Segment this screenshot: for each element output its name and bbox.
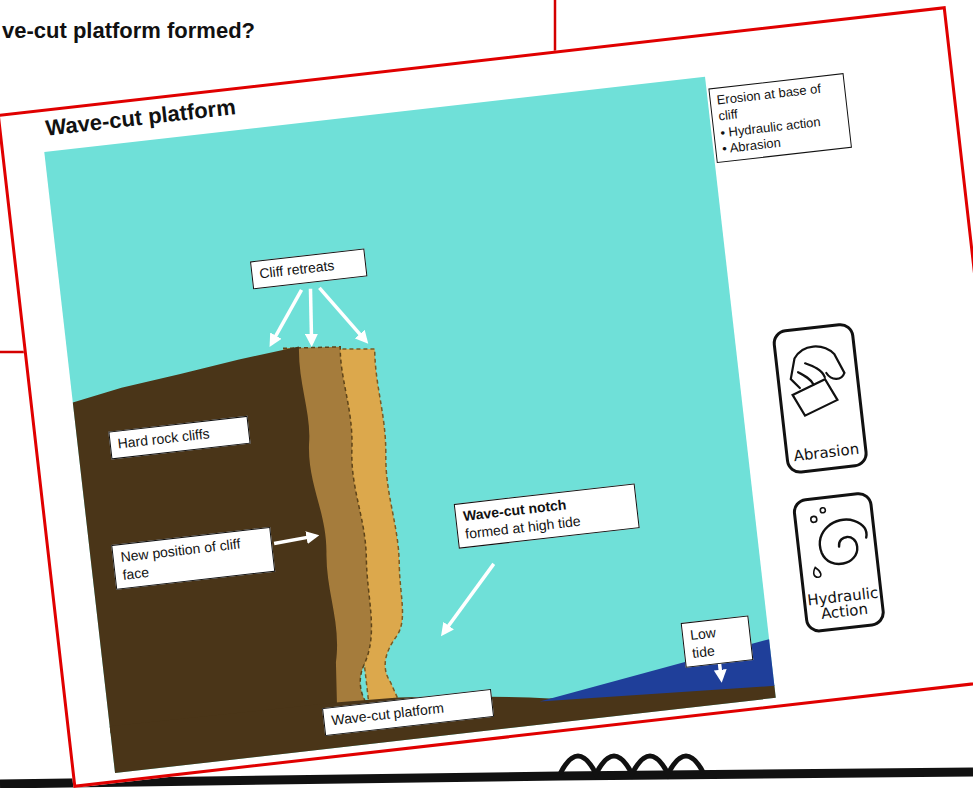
pointer-arrow [273,536,315,544]
sea-sky-panel [44,77,775,773]
erosion-note-box: Erosion at base of cliff• Hydraulic acti… [708,73,852,163]
node-text: Hydraulic Action [806,585,880,624]
hand-drawing [787,343,845,389]
retreat-arrow [265,290,306,344]
slide-card: Wave-cut platformErosion at base of clif… [0,6,973,788]
hard-rock-cliff [69,346,345,733]
water-drop [820,507,826,513]
process-icon: Hydraulic Action [791,491,886,634]
water-drop [810,516,817,523]
callout-box: Low tide [680,615,753,667]
node-text: Abrasion [792,442,859,465]
retreat-arrow [319,283,365,345]
cropped-heading: ve-cut platform formed? [2,18,255,44]
retreat-arrow [305,289,316,343]
water-drop [813,567,821,578]
pointer-arrow [436,564,501,633]
zigzag-decoration [560,756,704,774]
process-icon: Abrasion [771,322,869,475]
rock-block [791,378,839,417]
wave-swirl [817,517,869,566]
abrasion-icon [787,343,848,416]
node-text: Low tide [689,621,745,662]
hydraulic-icon [806,503,870,577]
